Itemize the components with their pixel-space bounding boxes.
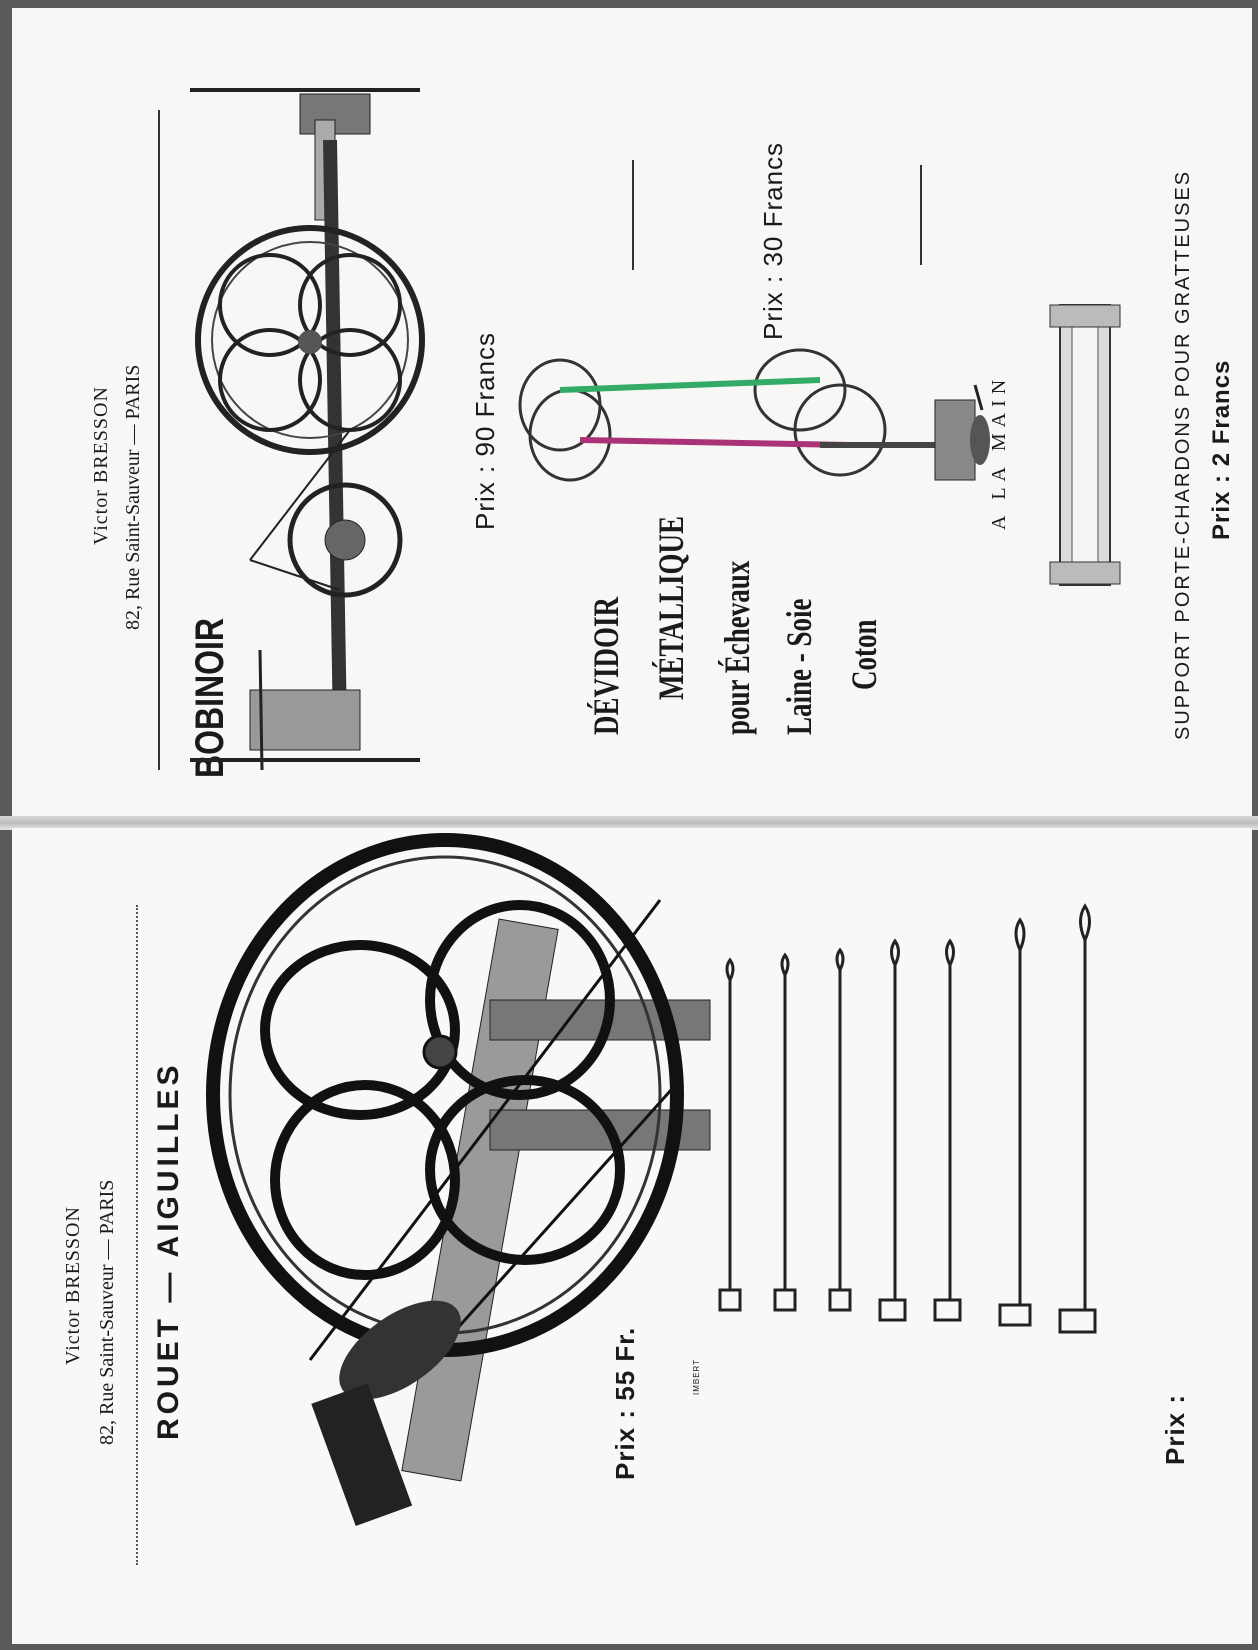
publisher-address-top: 82, Rue Saint-Sauveur — PARIS [122, 364, 144, 630]
rouet-price: Prix : 55 Fr. [610, 1326, 640, 1480]
header-rule-bottom [136, 905, 138, 1565]
devidoir-title-line2: MÉTALLIQUE [651, 515, 691, 700]
devidoir-title-line3: pour Échevaux [717, 560, 757, 735]
publisher-address-bottom: 82, Rue Saint-Sauveur — PARIS [96, 1179, 118, 1445]
support-bracket-illustration [1049, 304, 1121, 586]
devidoir-price: Prix : 30 Francs [758, 141, 788, 340]
devidoir-title-line5: Coton [844, 619, 884, 690]
page-fold [0, 816, 1258, 830]
knitting-needles-illustration [718, 903, 1097, 1334]
aiguilles-price: Prix : [1160, 1393, 1190, 1465]
rouet-aiguilles-title: ROUET — AIGUILLES [152, 1061, 185, 1440]
devidoir-title-line4: Laine - Soie [779, 598, 819, 735]
devidoir-reel-illustration [518, 348, 990, 482]
publisher-name-bottom: Victor BRESSON [62, 1206, 84, 1365]
publisher-name-top: Victor BRESSON [90, 386, 112, 545]
devidoir-title-line1: DÉVIDOIR [586, 596, 626, 735]
header-rule-top [158, 110, 160, 770]
devidoir-rule-right [920, 165, 922, 265]
support-title: SUPPORT PORTE-CHARDONS POUR GRATTEUSES [1172, 169, 1194, 740]
devidoir-rule-left [632, 160, 634, 270]
support-price: Prix : 2 Francs [1208, 359, 1235, 540]
bobinoir-price: Prix : 90 Francs [470, 331, 500, 530]
rouet-spinning-wheel-illustration [206, 833, 711, 1527]
catalog-page-top [12, 8, 1252, 818]
bobinoir-machine-illustration [190, 88, 425, 771]
